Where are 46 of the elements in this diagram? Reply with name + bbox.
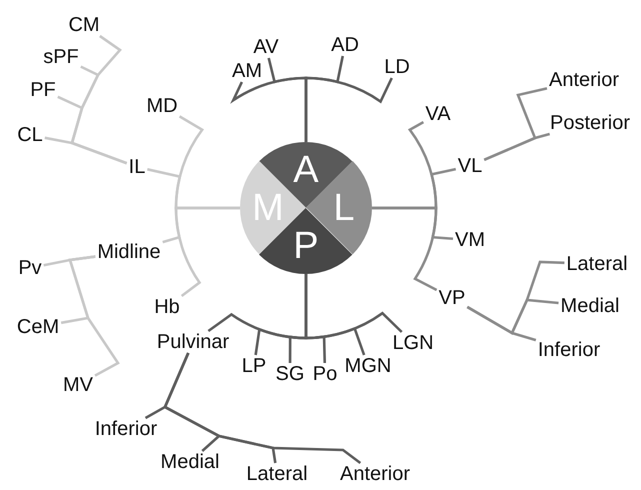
tree-branch-line: [372, 206, 438, 292]
nucleus-label: MD: [144, 95, 180, 117]
nucleus-label: MV: [61, 374, 95, 396]
tree-branch-line: [68, 255, 120, 377]
nucleus-label: IL: [126, 156, 148, 178]
nucleus-label: LP: [240, 355, 268, 377]
quadrant-letter: L: [333, 188, 355, 227]
nucleus-label: Anterior: [546, 69, 622, 91]
nucleus-label: CM: [66, 14, 102, 36]
tree-branch-line: [304, 274, 403, 340]
tree-branch-line: [466, 306, 536, 342]
nucleus-label: CeM: [14, 316, 62, 338]
nucleus-label: Lateral: [244, 463, 310, 485]
nucleus-label: sPF: [41, 46, 81, 68]
nucleus-label: Medial: [558, 295, 622, 317]
nucleus-label: Anterior: [338, 463, 412, 485]
tree-branch-line: [163, 352, 362, 464]
nucleus-label: Pv: [16, 257, 44, 279]
nucleus-label: VA: [423, 103, 453, 125]
tree-branch-line: [484, 132, 550, 162]
nucleus-label: Midline: [95, 241, 163, 263]
nucleus-label: VL: [456, 155, 484, 177]
nucleus-label: Inferior: [536, 339, 602, 361]
nucleus-label: AD: [329, 34, 361, 56]
nucleus-label: Hb: [152, 296, 182, 318]
nucleus-label: VP: [436, 287, 468, 309]
quadrant-letter: P: [293, 227, 319, 265]
quadrant-letter: A: [293, 151, 319, 189]
nucleus-label: LD: [382, 56, 412, 78]
nucleus-label: Po: [310, 363, 340, 385]
tree-branch-line: [174, 206, 240, 298]
nucleus-label: CL: [15, 124, 45, 146]
nucleus-label: Inferior: [92, 418, 160, 440]
nucleus-label: Medial: [158, 451, 222, 473]
nucleus-label: AV: [251, 36, 281, 58]
nucleus-label: Lateral: [564, 253, 630, 275]
nucleus-label: PF: [28, 79, 58, 101]
nucleus-label: LGN: [390, 332, 436, 354]
nucleus-label: MGN: [342, 355, 394, 377]
tree-branch-line: [304, 76, 393, 142]
nucleus-label: VM: [453, 229, 487, 251]
nucleus-label: Pulvinar: [154, 331, 232, 353]
tree-branch-line: [70, 34, 128, 164]
nucleus-label: Posterior: [548, 112, 632, 134]
nucleus-label: AM: [230, 60, 264, 82]
nucleus-label: SG: [274, 363, 306, 385]
